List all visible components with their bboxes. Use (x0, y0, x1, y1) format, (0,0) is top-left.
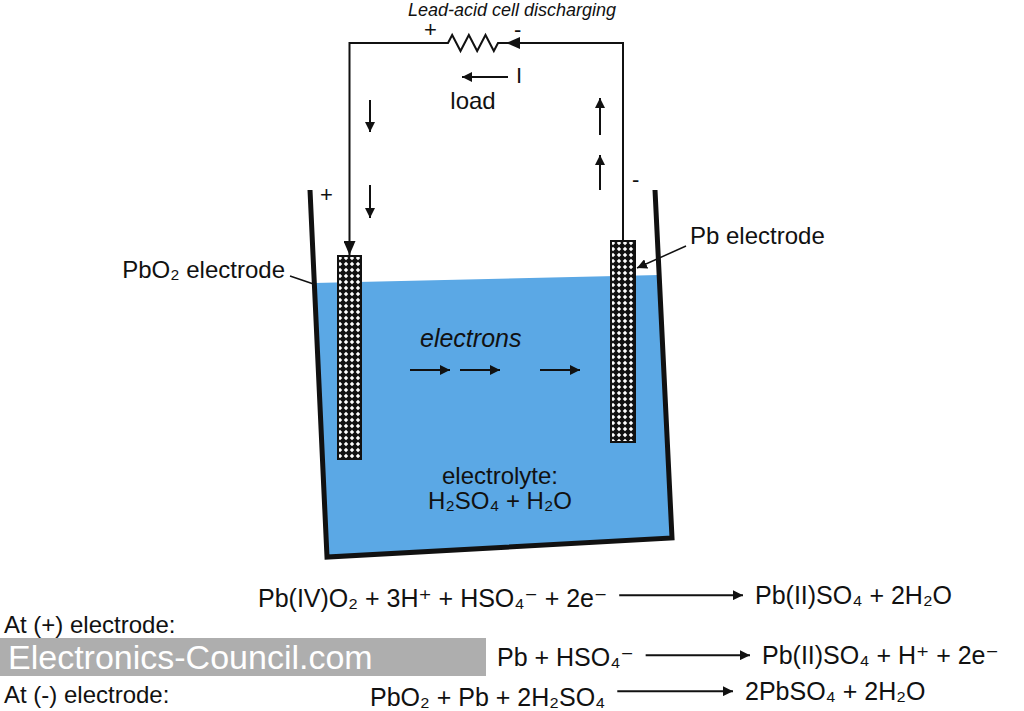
equation-term: Pb + HSO₄⁻ (497, 644, 634, 670)
current-symbol: I (516, 64, 522, 87)
node-label: load (428, 88, 518, 113)
electron-arrow (410, 369, 450, 371)
equation-label: At (-) electrode: (4, 682, 169, 707)
polarity-sign: + (424, 18, 437, 41)
circuit-wire (506, 43, 623, 240)
equation-term: Pb(IV)O₂ + 3H⁺ + HSO₄⁻ + 2e⁻ (258, 585, 607, 611)
load-resistor: load (440, 30, 506, 56)
reaction-arrow (619, 594, 743, 596)
polarity-sign: - (632, 168, 639, 191)
equation-label: At (+) electrode: (4, 612, 175, 637)
electrode-plate (610, 240, 636, 443)
cell-container: electrolyte: H₂SO₄ + H₂O PbO₂ electrode Pb… (310, 190, 675, 562)
watermark-band (0, 638, 486, 676)
electrode: Pb electrode (610, 240, 636, 443)
equation-term: Pb(II)SO₄ + H⁺ + 2e⁻ (762, 642, 999, 668)
polarity-sign: + (320, 183, 333, 206)
equation-term: 2PbSO₄ + 2H₂O (745, 678, 925, 704)
electron-arrow (540, 369, 580, 371)
electrode-plate (337, 255, 362, 460)
reaction-arrow (646, 654, 750, 656)
node-label: electrolyte: H₂SO₄ + H₂O (420, 463, 580, 513)
circuit-wire (350, 43, 441, 255)
watermark: Electronics-Council.com (8, 640, 373, 676)
reaction-arrow (617, 690, 733, 692)
equation-term: PbO₂ + Pb + 2H₂SO₄ (370, 684, 605, 710)
diagram-title: Lead-acid cell discharging (0, 1, 1024, 19)
flow-label: electrons (420, 325, 521, 351)
electrode: PbO₂ electrode (337, 255, 362, 460)
current-arrow (462, 76, 508, 78)
current-arrow (369, 185, 371, 218)
current-arrow (599, 155, 601, 190)
leader-line (637, 246, 686, 268)
node-label: PbO₂ electrode (122, 257, 285, 282)
resistor-symbol (440, 30, 506, 56)
polarity-sign: - (514, 18, 521, 41)
current-arrow (369, 100, 371, 132)
electron-arrow (460, 369, 500, 371)
current-arrow (599, 98, 601, 135)
node-label: Pb electrode (690, 223, 825, 248)
equation-term: Pb(II)SO₄ + 2H₂O (755, 582, 952, 608)
